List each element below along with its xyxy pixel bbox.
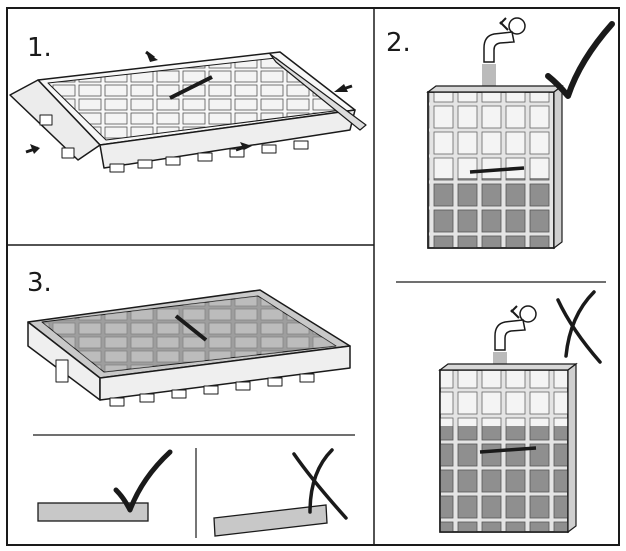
faucet-icon xyxy=(494,305,537,351)
cross-icon xyxy=(292,448,348,520)
step-2-rinse-illustration xyxy=(426,17,564,250)
step-2-number: 2. xyxy=(386,28,411,58)
bent-plate-wrong xyxy=(213,504,328,537)
panel-frames xyxy=(6,7,620,546)
step-2-wrong-rinse-illustration xyxy=(438,305,578,534)
step-1-tray-illustration xyxy=(9,51,367,173)
checkmark-icon xyxy=(113,449,173,513)
cross-icon xyxy=(556,290,602,364)
faucet-icon xyxy=(483,17,526,63)
step-3-number: 3. xyxy=(27,268,52,298)
step-1-arrows xyxy=(25,50,353,154)
flat-plate-correct xyxy=(37,502,149,522)
step-3-tray-illustration xyxy=(27,289,351,407)
step-1-number: 1. xyxy=(27,33,52,63)
checkmark-icon xyxy=(545,21,615,99)
